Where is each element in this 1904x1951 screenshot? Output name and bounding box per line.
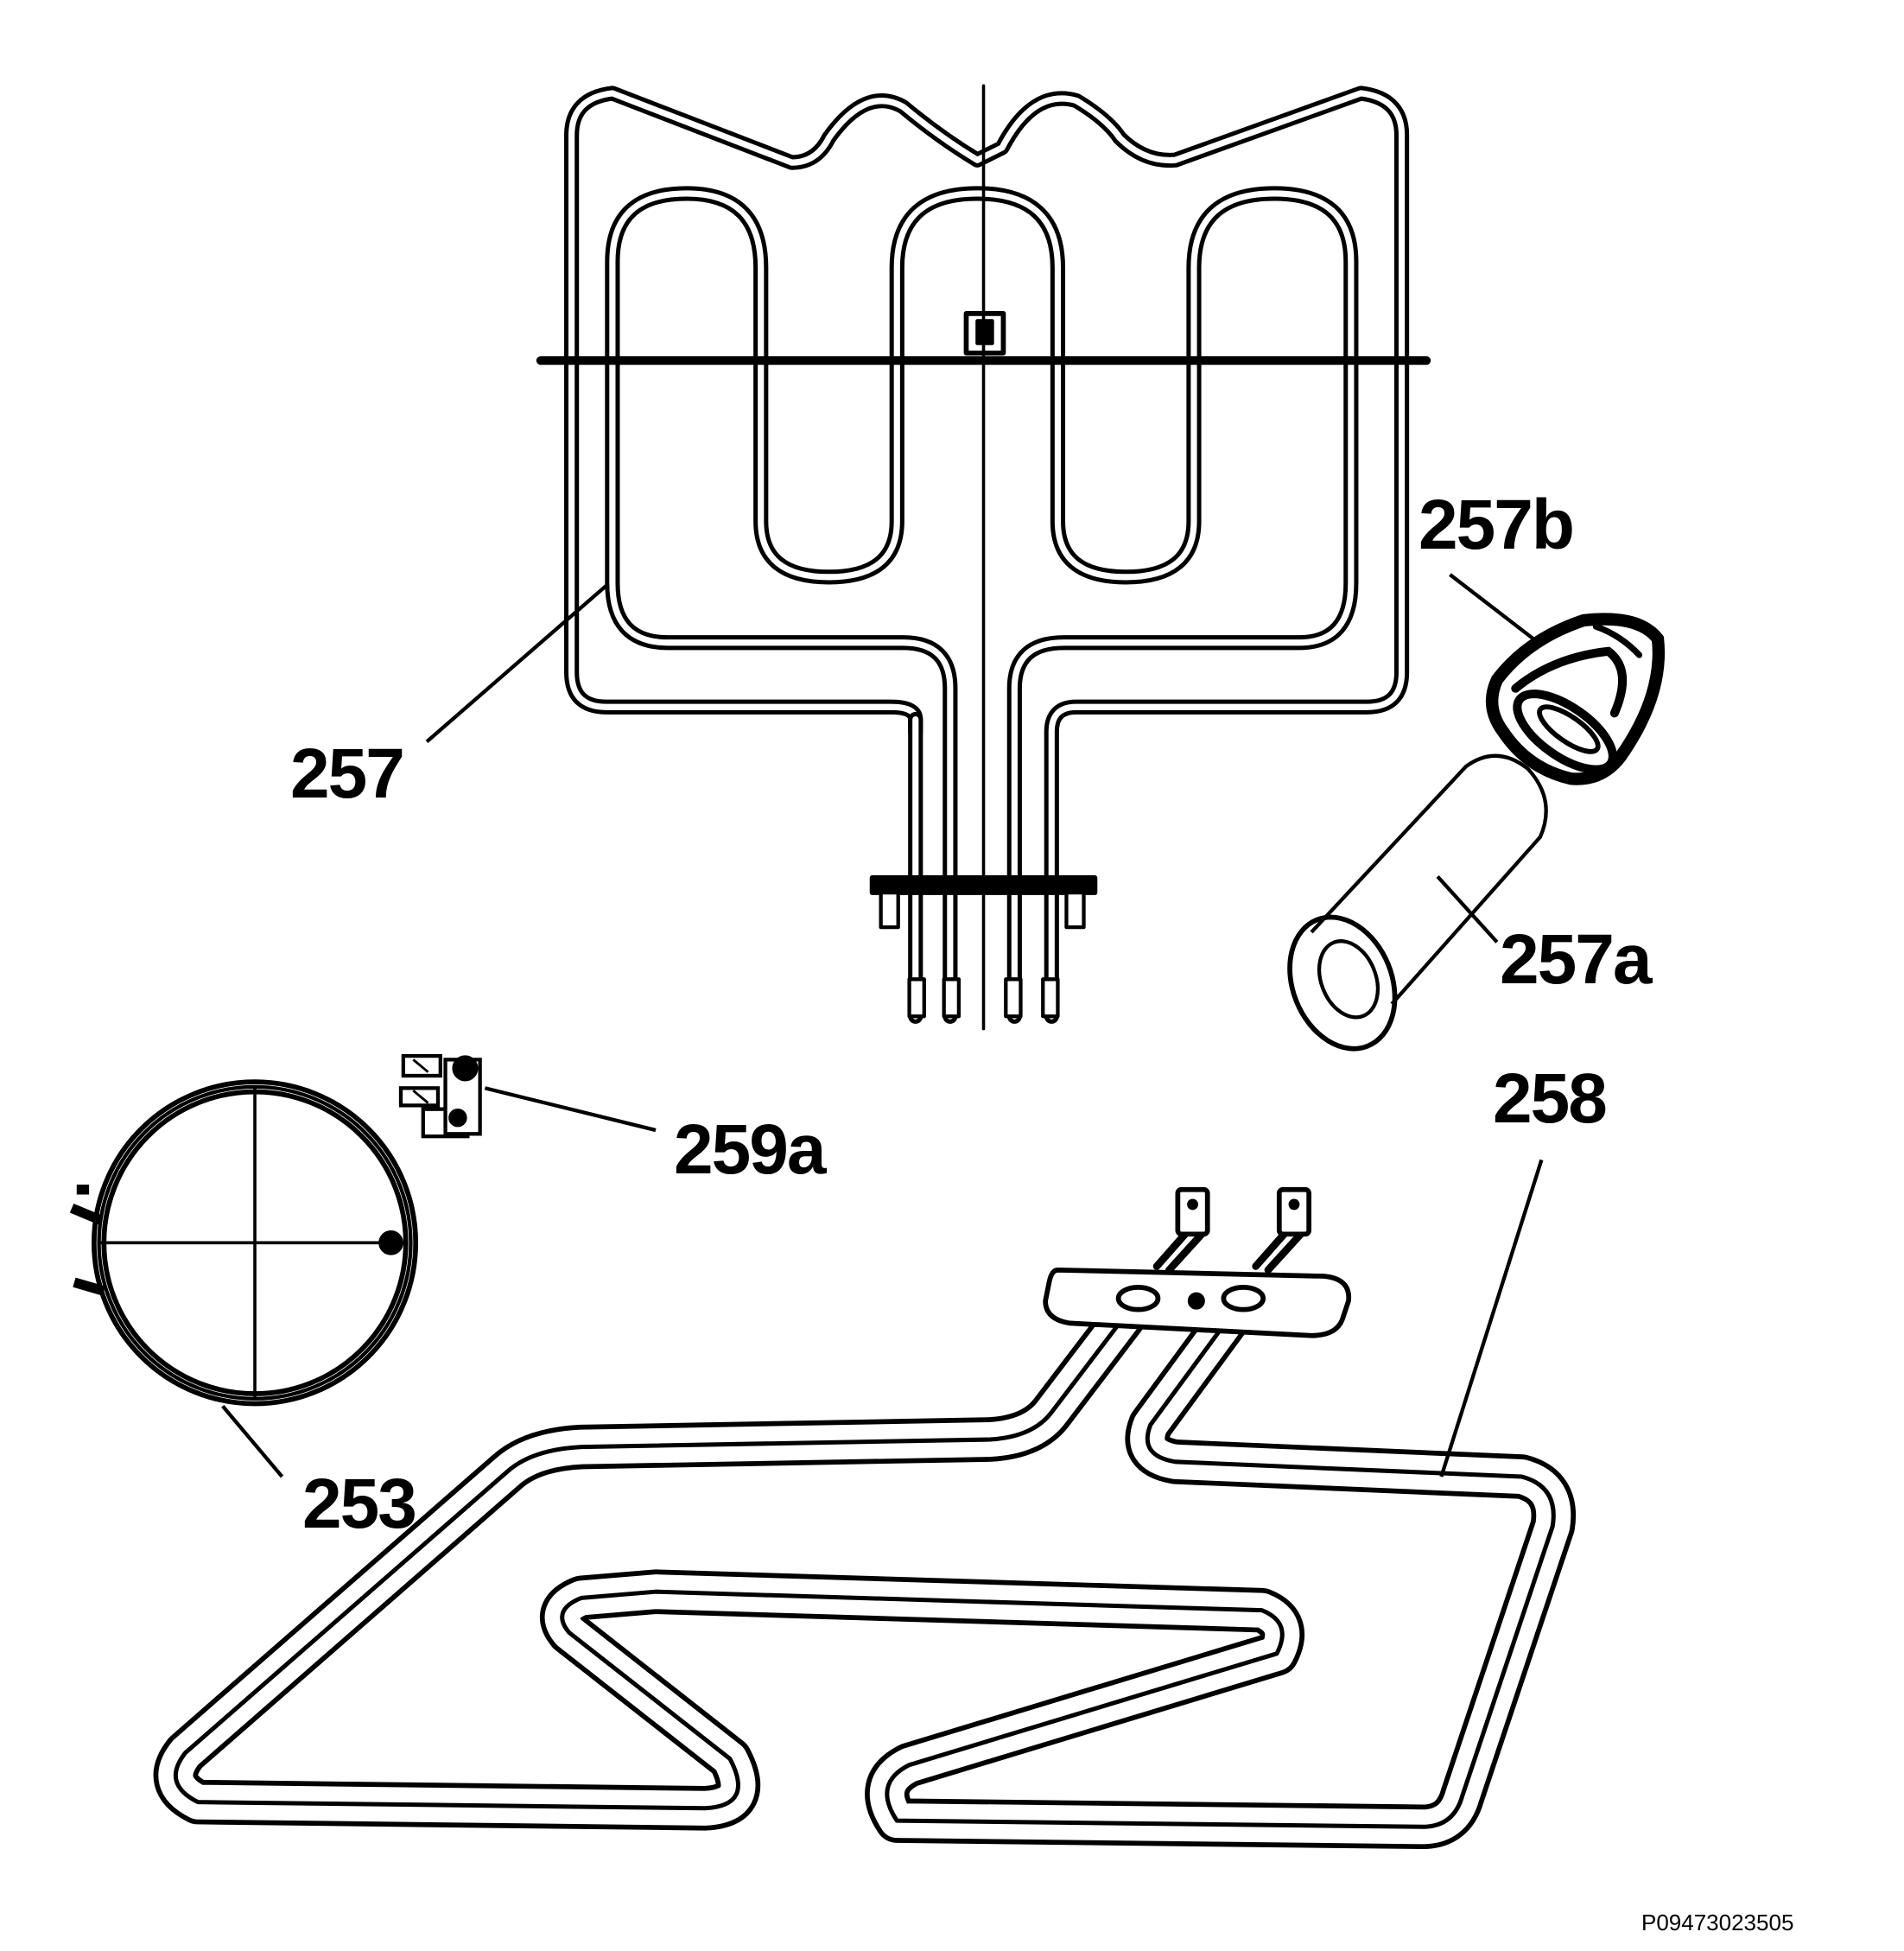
grill-heating-element-257 [536,84,1431,1031]
leader-257 [425,584,608,743]
label-257a: 257a [1500,920,1652,999]
leader-257a [1436,874,1499,944]
insulating-sleeve-257a [1287,753,1548,1052]
leader-253 [221,1404,284,1478]
connector-259a [398,1053,482,1139]
label-258: 258 [1493,1059,1608,1138]
label-259a: 259a [674,1110,826,1189]
label-257: 257 [290,734,405,813]
grommet-257b [1486,613,1666,785]
leader-258 [1439,1159,1544,1478]
bottom-heating-element-258 [153,1186,1576,1850]
label-257b: 257b [1418,486,1575,564]
leader-257b [1449,573,1543,647]
label-253: 253 [302,1465,417,1543]
document-id: P09473023505 [1641,1910,1794,1935]
circular-element-253 [69,1079,419,1407]
leader-259a [484,1086,657,1133]
